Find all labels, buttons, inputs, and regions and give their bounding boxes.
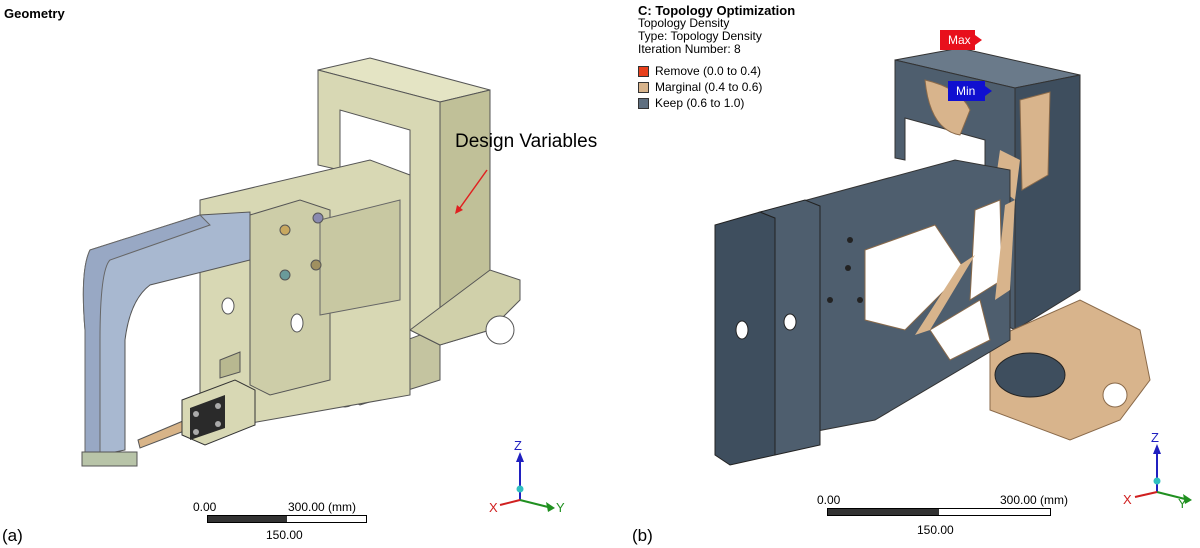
- main-plate: [199, 159, 411, 426]
- x-axis-label: X: [1123, 492, 1132, 507]
- y-axis-line: [1156, 491, 1186, 500]
- legend-item-keep: Keep (0.6 to 1.0): [638, 96, 762, 110]
- y-axis-arrow: [546, 502, 555, 512]
- legend-label-remove: Remove (0.0 to 0.4): [655, 64, 762, 78]
- result-name: Topology Density: [638, 16, 730, 30]
- scale-bar-light: [287, 516, 366, 522]
- geometry-panel: Geometry: [0, 0, 630, 548]
- geometry-model-view[interactable]: Z X Y: [0, 0, 630, 548]
- scale-bar-dark: [208, 516, 287, 522]
- max-marker-tip: [975, 35, 982, 45]
- z-axis-label: Z: [514, 438, 522, 453]
- result-type: Type: Topology Density: [638, 29, 762, 43]
- panel-b-label: (b): [632, 526, 653, 545]
- z-axis-arrow: [1153, 444, 1161, 454]
- panel-a-label: (a): [2, 526, 23, 545]
- min-marker-tip: [985, 86, 992, 96]
- y-axis-arrow: [1183, 494, 1192, 504]
- z-axis-label: Z: [1151, 430, 1159, 445]
- scale-start-label: 0.00: [817, 493, 841, 507]
- annotation-arrowhead: [455, 205, 463, 214]
- annotation-arrow: [456, 169, 488, 213]
- y-axis-label: Y: [1178, 496, 1187, 511]
- geometry-title: Geometry: [4, 6, 65, 21]
- legend-swatch-keep: [638, 97, 649, 109]
- c-arm: [81, 211, 251, 467]
- scale-end-label: 300.00 (mm): [1000, 493, 1069, 507]
- x-axis-line: [499, 499, 521, 506]
- right-block: [317, 57, 521, 346]
- scale-bar: [827, 508, 1051, 516]
- topology-title: C: Topology Optimization: [638, 3, 796, 18]
- max-marker[interactable]: Max: [940, 30, 975, 50]
- z-axis-arrow: [516, 452, 524, 462]
- y-axis-label: Y: [556, 500, 565, 515]
- legend-label-keep: Keep (0.6 to 1.0): [655, 96, 745, 110]
- scale-start-label: 0.00: [193, 500, 217, 514]
- legend-swatch-remove: [638, 65, 649, 77]
- lower-lug: [989, 299, 1151, 441]
- front-plates: [714, 199, 821, 466]
- axis-origin: [516, 485, 524, 493]
- y-axis-line: [519, 499, 549, 508]
- topology-panel: C: Topology Optimization Topology Densit…: [630, 0, 1200, 548]
- x-axis-label: X: [489, 500, 498, 515]
- scale-bar-light: [939, 509, 1050, 515]
- legend-swatch-marginal: [638, 81, 649, 93]
- legend-label-marginal: Marginal (0.4 to 0.6): [655, 80, 763, 94]
- scale-mid-label: 150.00: [917, 523, 954, 537]
- axis-triad[interactable]: Z X Y: [489, 438, 565, 515]
- design-variables-annotation: Design Variables: [455, 131, 598, 152]
- axis-origin: [1153, 477, 1161, 485]
- legend-item-marginal: Marginal (0.4 to 0.6): [638, 80, 762, 94]
- actuator: [137, 379, 256, 449]
- legend-item-remove: Remove (0.0 to 0.4): [638, 64, 762, 78]
- iteration-number: Iteration Number: 8: [638, 42, 741, 56]
- x-axis-line: [1134, 491, 1158, 498]
- scale-bar-dark: [828, 509, 939, 515]
- scale-bar: [207, 515, 367, 523]
- density-legend: Remove (0.0 to 0.4) Marginal (0.4 to 0.6…: [638, 64, 762, 112]
- topology-model-view[interactable]: Z X Y: [630, 0, 1200, 548]
- min-marker[interactable]: Min: [948, 81, 985, 101]
- scale-mid-label: 150.00: [266, 528, 303, 542]
- axis-triad[interactable]: Z X Y: [1123, 430, 1192, 511]
- scale-end-label: 300.00 (mm): [288, 500, 357, 514]
